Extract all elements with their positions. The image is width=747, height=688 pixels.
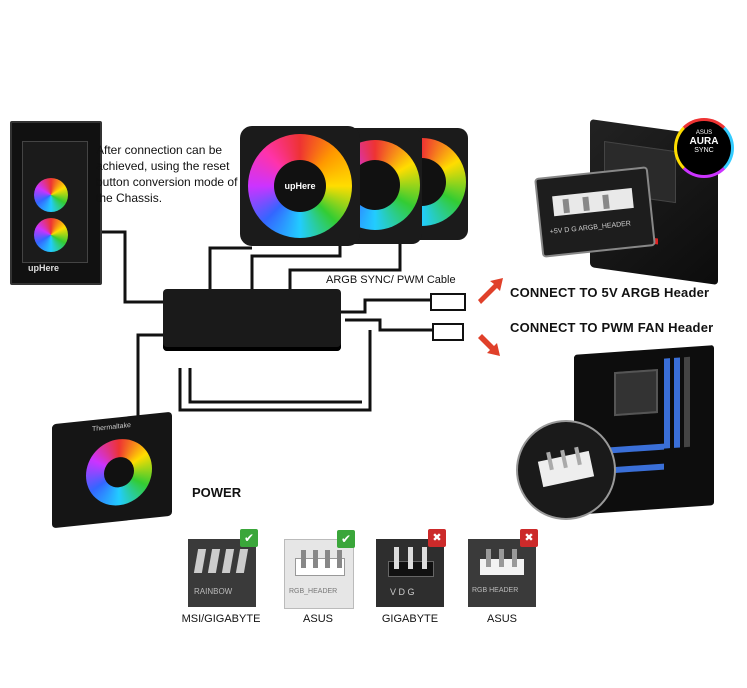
fan-1: upHere: [240, 126, 360, 246]
connector-compat-row: RAINBOW ✔ MSI/GIGABYTE RGB_HEADER ✔ ASUS…: [180, 529, 540, 633]
cross-badge: ✖: [428, 529, 446, 547]
connector-card-4: RGB HEADER ✖: [468, 529, 538, 607]
connector-etch: RGB HEADER: [472, 587, 519, 594]
argb-header-zoom: +5V D G ARGB_HEADER: [534, 166, 656, 258]
fan-brand-label: upHere: [284, 181, 316, 191]
connector-etch: RAINBOW: [194, 587, 233, 596]
connect-argb-label: CONNECT TO 5V ARGB Header: [510, 285, 710, 300]
aura-sync-badge: ASUS AURA SYNC: [674, 118, 734, 178]
connector-label-2: ASUS: [303, 613, 333, 625]
connector-card-3: V D G ✖: [376, 529, 446, 607]
pc-case: upHere: [10, 121, 102, 285]
argb-header-text: +5V D G ARGB_HEADER: [549, 220, 632, 236]
cable-label: ARGB SYNC/ PWM Cable: [326, 274, 456, 286]
pwm-header-zoom: [516, 420, 616, 520]
case-fan-bottom: [34, 218, 68, 252]
argb-plug: [430, 293, 466, 311]
check-badge: ✔: [337, 530, 355, 548]
connector-label-1: MSI/GIGABYTE: [181, 613, 261, 625]
connector-etch: RGB_HEADER: [289, 588, 338, 595]
power-label: POWER: [192, 485, 242, 500]
case-fan-top: [34, 178, 68, 212]
argb-hub: [163, 289, 341, 351]
aura-line1: AURA: [689, 136, 719, 147]
fan-hub: upHere: [274, 160, 326, 212]
connect-pwm-label: CONNECT TO PWM FAN Header: [510, 320, 714, 335]
aura-brand: ASUS: [695, 130, 713, 136]
check-badge: ✔: [240, 529, 258, 547]
pwm-plug: [432, 323, 464, 341]
connector-card-1: RAINBOW ✔: [188, 529, 258, 607]
connector-etch: V D G: [390, 587, 415, 597]
power-supply: Thermaltake: [52, 411, 172, 529]
cross-badge: ✖: [520, 529, 538, 547]
aura-line2: SYNC: [694, 147, 714, 154]
connector-label-4: ASUS: [487, 613, 517, 625]
psu-brand: Thermaltake: [92, 422, 131, 434]
connector-card-2: RGB_HEADER ✔: [284, 530, 355, 609]
case-brand-label: upHere: [28, 263, 60, 273]
connector-label-3: GIGABYTE: [381, 613, 439, 625]
connection-note: After connection can be achieved, using …: [96, 143, 238, 205]
